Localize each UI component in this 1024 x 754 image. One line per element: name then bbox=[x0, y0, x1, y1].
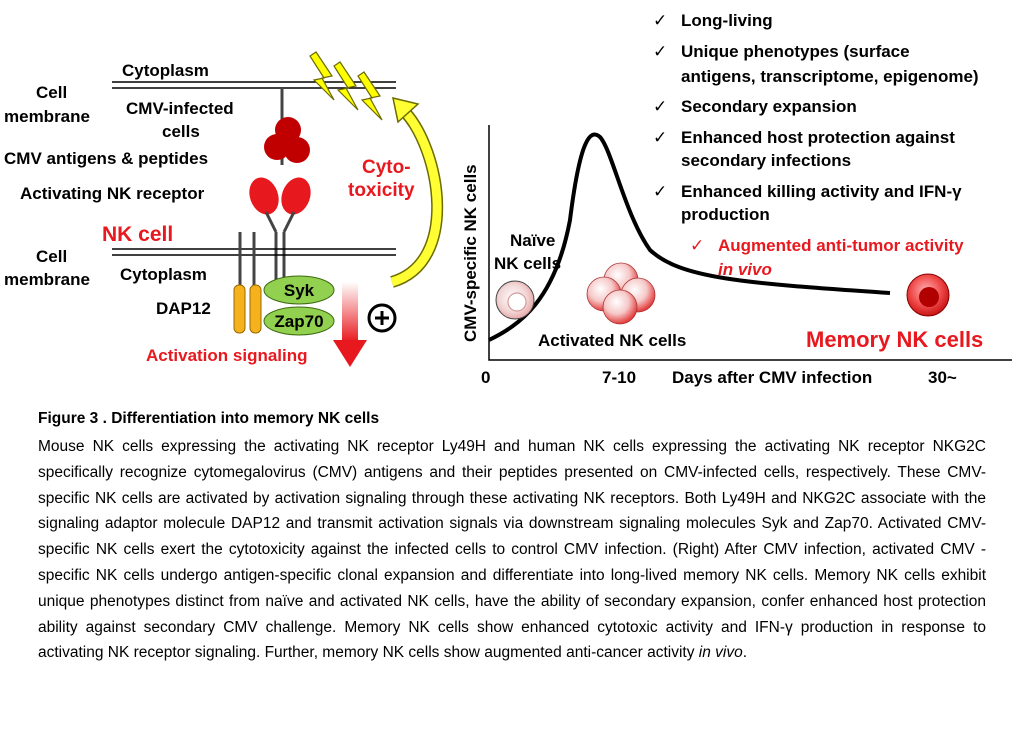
x-tick: 30~ bbox=[928, 368, 957, 387]
population-curve bbox=[488, 132, 891, 342]
receptor-label: Activating NK receptor bbox=[20, 184, 205, 203]
naive-cell-icon bbox=[495, 280, 535, 320]
cytoplasm-top-label: Cytoplasm bbox=[122, 61, 209, 80]
plus-icon bbox=[367, 303, 397, 333]
feature-item: Enhanced host protection against bbox=[681, 128, 955, 147]
infected-cells-label-2: cells bbox=[162, 122, 200, 141]
check-icon: ✓ bbox=[653, 182, 667, 201]
feature-item: Unique phenotypes (surface bbox=[681, 42, 910, 61]
red-feature-item-italic: in vivo bbox=[718, 260, 772, 279]
activated-cells-icon bbox=[586, 262, 656, 325]
infected-cells-label-1: CMV-infected bbox=[126, 99, 234, 118]
x-tick: 7-10 bbox=[602, 368, 636, 387]
cell-membrane-bottom-label-1: Cell bbox=[36, 247, 67, 266]
figure-diagram: Cytoplasm Cell membrane CMV-infected cel… bbox=[4, 11, 1012, 387]
activated-label: Activated NK cells bbox=[538, 331, 686, 350]
check-icon: ✓ bbox=[653, 97, 667, 116]
dap12-label: DAP12 bbox=[156, 299, 211, 318]
zap70-icon: Zap70 bbox=[263, 306, 335, 336]
lightning-icon bbox=[309, 51, 383, 121]
cell-membrane-top-label-1: Cell bbox=[36, 83, 67, 102]
y-axis-label: CMV-specific NK cells bbox=[461, 164, 480, 342]
feature-item: Long-living bbox=[681, 11, 773, 30]
cell-membrane-bottom-label-2: membrane bbox=[4, 270, 90, 289]
activation-arrow-icon bbox=[333, 282, 367, 367]
x-axis-label: Days after CMV infection bbox=[672, 368, 872, 387]
naive-label-1: Naïve bbox=[510, 231, 555, 250]
left-panel: Cytoplasm Cell membrane CMV-infected cel… bbox=[4, 51, 444, 367]
red-feature-item: Augmented anti-tumor activity bbox=[718, 236, 964, 255]
syk-label: Syk bbox=[284, 281, 315, 300]
dap12-icon bbox=[233, 232, 262, 334]
cell-membrane-top-label-2: membrane bbox=[4, 107, 90, 126]
check-icon: ✓ bbox=[653, 128, 667, 147]
cmv-antigens-icon bbox=[264, 117, 310, 163]
caption-title: Figure 3 . Differentiation into memory N… bbox=[38, 410, 380, 427]
caption-italic: in vivo bbox=[698, 644, 743, 662]
cytotoxicity-arrow-icon bbox=[389, 96, 444, 288]
nk-cell-label: NK cell bbox=[102, 223, 173, 246]
antigens-label: CMV antigens & peptides bbox=[4, 149, 208, 168]
feature-item: antigens, transcriptome, epigenome) bbox=[681, 67, 979, 86]
feature-list: ✓ Long-living ✓ Unique phenotypes (surfa… bbox=[653, 11, 979, 279]
feature-item: Enhanced killing activity and IFN-γ bbox=[681, 182, 962, 201]
feature-item: Secondary expansion bbox=[681, 97, 857, 116]
check-icon: ✓ bbox=[653, 42, 667, 61]
cytotoxicity-label-1: Cyto- bbox=[362, 157, 411, 178]
right-panel: ✓ Long-living ✓ Unique phenotypes (surfa… bbox=[461, 11, 1012, 387]
x-tick: 0 bbox=[481, 368, 490, 387]
zap70-label: Zap70 bbox=[274, 312, 323, 331]
cytotoxicity-label-2: toxicity bbox=[348, 180, 415, 201]
naive-label-2: NK cells bbox=[494, 254, 561, 273]
feature-item: production bbox=[681, 205, 770, 224]
feature-item: secondary infections bbox=[681, 151, 851, 170]
memory-cell-icon bbox=[906, 273, 950, 317]
memory-label: Memory NK cells bbox=[806, 327, 983, 352]
caption-text: Mouse NK cells expressing the activating… bbox=[38, 438, 986, 662]
activation-signaling-label: Activation signaling bbox=[146, 346, 308, 365]
syk-icon: Syk bbox=[263, 275, 335, 305]
cytoplasm-bottom-label: Cytoplasm bbox=[120, 265, 207, 284]
check-icon-red: ✓ bbox=[690, 236, 704, 255]
figure-caption: Figure 3 . Differentiation into memory N… bbox=[38, 410, 986, 666]
caption-end: . bbox=[742, 644, 748, 662]
axes bbox=[488, 125, 1012, 361]
caption-body: Mouse NK cells expressing the activating… bbox=[38, 434, 986, 666]
check-icon: ✓ bbox=[653, 11, 667, 30]
